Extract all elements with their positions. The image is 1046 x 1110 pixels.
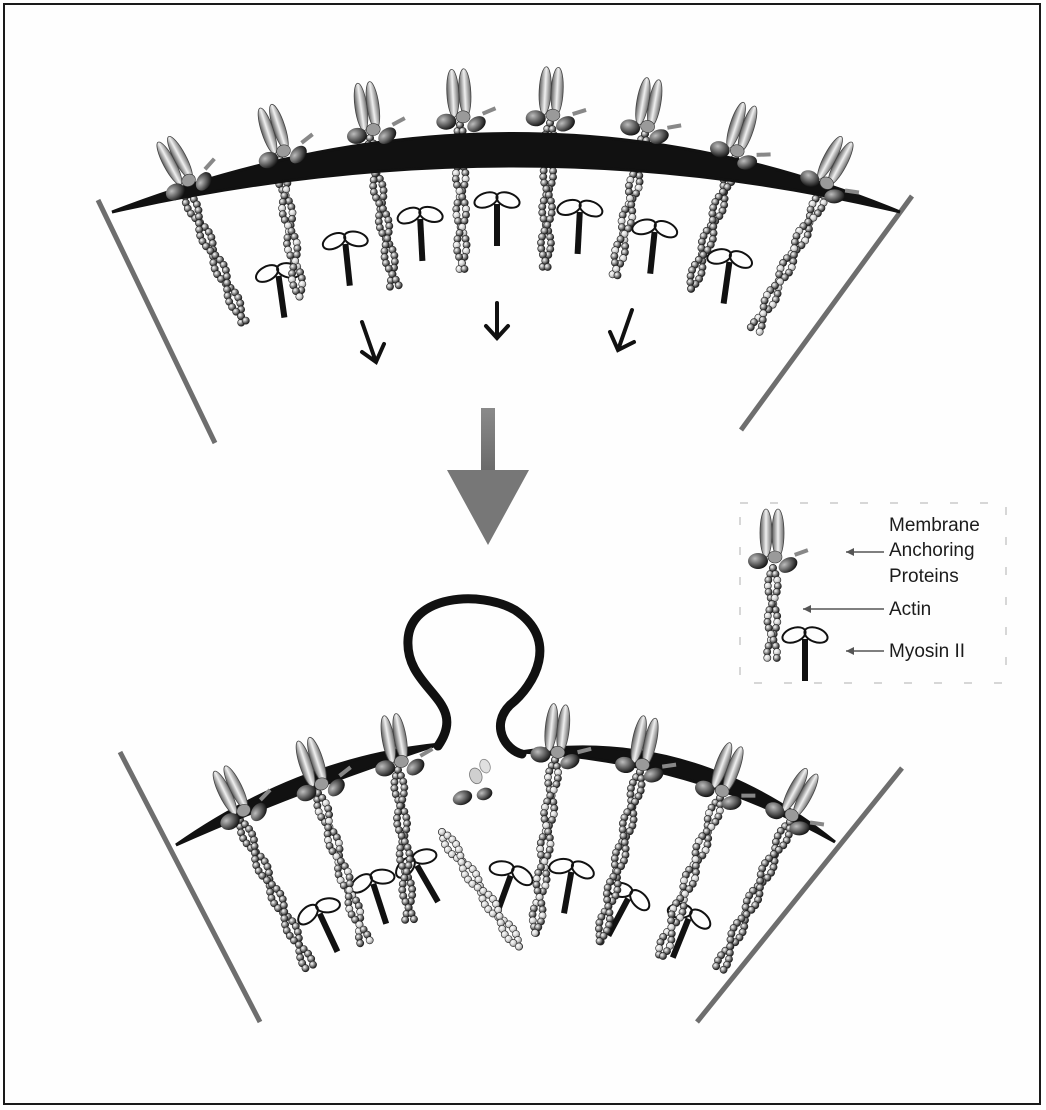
legend-pointer-head [846,647,854,655]
myosin-ii-icon [395,203,447,262]
actin-filament-icon [529,756,562,936]
top-panel-intact-cortex [98,66,912,443]
myosin-ii-icon [780,624,829,681]
small-down-arrow-icon [486,303,508,338]
actin-filament-icon [236,816,316,971]
large-down-arrow-icon [447,408,529,545]
actin-filament-icon [181,186,249,326]
actin-filament-icon [747,186,828,335]
myosin-ii-layer [252,189,756,321]
anchoring-protein-icon [748,509,809,576]
myosin-ii-icon [553,196,605,255]
legend-label-myosin-ii: Myosin II [889,641,965,662]
actin-filament-icon [655,794,724,959]
actin-filament-icon [391,766,418,923]
small-down-arrow-icon [610,310,634,350]
detached-actin-filament [438,828,522,950]
legend: Membrane Anchoring Proteins Actin Myosin… [740,503,1006,683]
legend-pointer-head [803,605,811,613]
legend-pointer-head [846,548,854,556]
legend-label-actin: Actin [889,599,931,620]
anchoring-protein-layer [198,702,844,848]
anchoring-protein-icon [748,509,809,576]
anchoring-protein-icon [443,758,501,811]
membrane-bleb [408,599,540,754]
small-down-arrow-icon [362,322,384,362]
myosin-ii-icon [780,624,829,681]
actin-filament-icon [438,828,522,950]
actin-filament-icon [764,564,782,661]
anchoring-protein-icon [759,760,844,848]
detached-anchoring-protein [443,758,501,811]
anchoring-protein-icon [434,67,498,137]
anchoring-protein-icon [529,702,596,775]
plasma-membrane [112,134,900,213]
myosin-ii-icon [319,227,374,289]
myosin-ii-icon [472,189,521,246]
anchoring-protein-icon [525,66,589,136]
bottom-panel-bleb-formation [120,599,902,1022]
legend-label-membrane-anchoring-proteins: Membrane Anchoring Proteins [889,515,985,587]
actin-filament-icon [764,564,782,661]
